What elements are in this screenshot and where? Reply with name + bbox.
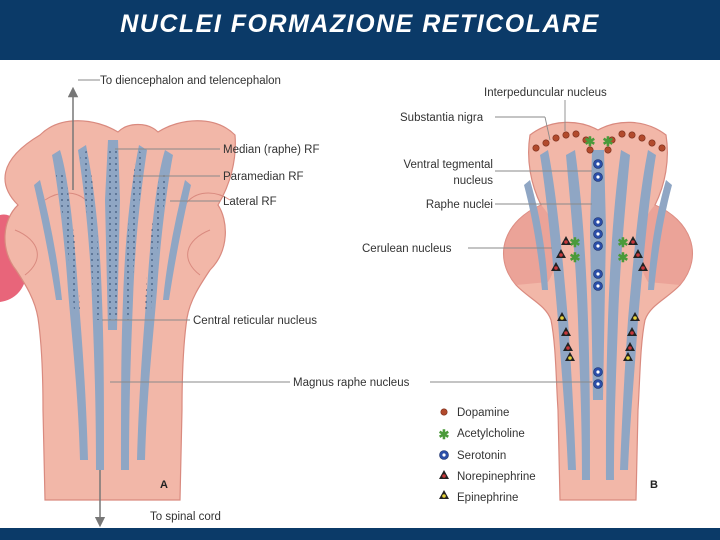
serotonin-markers	[593, 159, 603, 389]
tract	[121, 145, 147, 470]
dopamine-markers	[532, 130, 666, 154]
panel-a-outline	[4, 120, 236, 501]
legend-serotonin: Serotonin	[457, 450, 506, 462]
legend-epinephrine: Epinephrine	[457, 492, 518, 504]
label-raphe-nuclei: Raphe nuclei	[426, 199, 493, 211]
tract	[606, 150, 630, 480]
page-title: NUCLEI FORMAZIONE RETICOLARE	[120, 10, 600, 38]
svg-text:✱: ✱	[603, 134, 614, 149]
tract	[137, 150, 173, 460]
svg-text:✱: ✱	[585, 134, 596, 149]
tract	[52, 150, 88, 460]
label-median-rf: Median (raphe) RF	[223, 144, 320, 156]
legend-dopamine-marker	[440, 408, 448, 416]
tract	[620, 150, 656, 470]
label-interpeduncular: Interpeduncular nucleus	[484, 87, 607, 99]
reticular-dots	[56, 170, 80, 310]
legend-acetylcholine-marker: ✱	[439, 427, 450, 442]
brainstem-figure: To diencephalon and telencephalon Median…	[0, 60, 720, 528]
label-lateral-rf: Lateral RF	[223, 196, 277, 208]
tract	[524, 180, 548, 290]
legend: ✱ Dopamine Acetylcholine Serotonin Norep…	[439, 407, 536, 504]
panel-b-letter: B	[650, 479, 658, 491]
tract	[163, 180, 191, 300]
tract	[34, 180, 62, 300]
label-ventral-tegmental-2: nucleus	[453, 175, 493, 187]
legend-norepinephrine: Norepinephrine	[457, 471, 536, 483]
reticular-dots	[145, 170, 169, 310]
reticular-dots	[80, 150, 100, 320]
label-paramedian-rf: Paramedian RF	[223, 171, 304, 183]
label-ventral-tegmental-1: Ventral tegmental	[403, 159, 493, 171]
svg-text:✱: ✱	[618, 235, 629, 250]
acetylcholine-markers: ✱✱ ✱✱ ✱✱	[570, 134, 629, 265]
label-to-diencephalon: To diencephalon and telencephalon	[100, 75, 281, 87]
panel-b-brainstem	[503, 121, 693, 501]
tract	[566, 150, 590, 480]
legend-acetylcholine: Acetylcholine	[457, 428, 525, 440]
label-cerulean-nucleus: Cerulean nucleus	[362, 243, 452, 255]
svg-text:✱: ✱	[618, 250, 629, 265]
panel-a-leaders	[78, 79, 290, 383]
tract	[648, 180, 672, 290]
panel-a-letter: A	[160, 479, 168, 491]
label-substantia-nigra: Substantia nigra	[400, 112, 484, 124]
panel-b-leaders	[430, 100, 592, 383]
norepinephrine-markers	[551, 236, 648, 351]
label-central-reticular: Central reticular nucleus	[193, 315, 317, 327]
label-to-spinal-cord: To spinal cord	[150, 511, 221, 523]
svg-text:✱: ✱	[570, 235, 581, 250]
bottom-bar	[0, 528, 720, 540]
svg-text:✱: ✱	[570, 250, 581, 265]
label-magnus-raphe: Magnus raphe nucleus	[293, 377, 410, 389]
tract	[540, 150, 576, 470]
legend-dopamine: Dopamine	[457, 407, 509, 419]
epinephrine-markers	[557, 312, 640, 361]
tract	[78, 145, 104, 470]
reticular-dots	[108, 150, 118, 320]
reticular-dots	[125, 150, 145, 320]
panel-a-brainstem	[4, 86, 236, 528]
title-bar: NUCLEI FORMAZIONE RETICOLARE	[0, 0, 720, 60]
